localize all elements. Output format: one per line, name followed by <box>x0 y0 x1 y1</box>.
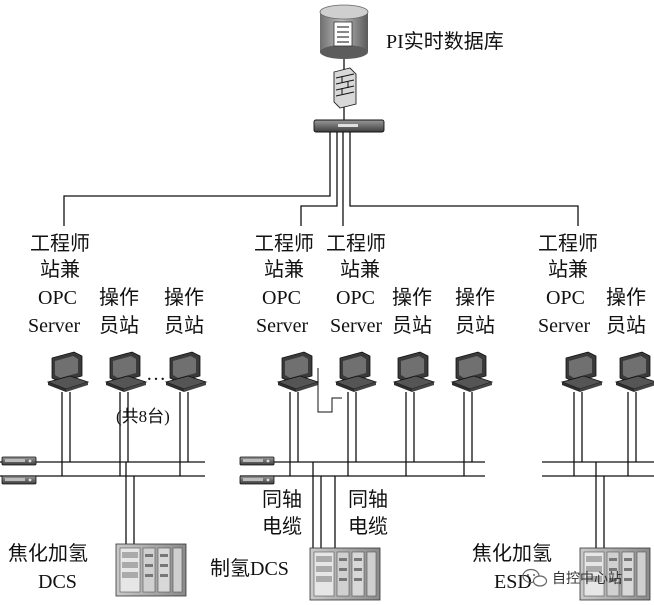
engineer-station-label: 工程师 站兼 OPC Server <box>28 232 95 337</box>
plant-label: 制氢DCS <box>210 557 289 580</box>
workstation-icon <box>335 351 377 393</box>
network-switch-icon <box>239 475 275 485</box>
group-coking-dcs: 工程师 站兼 OPC Server 操作 员站 操作 员站 … (共8台) <box>0 232 209 597</box>
workstation-icon <box>561 351 603 393</box>
operator-station-label: 操作 员站 <box>455 286 500 337</box>
operator-station-label: 操作 员站 <box>606 286 651 337</box>
operator-station-label: 操作 员站 <box>392 286 437 337</box>
watermark-text: 自控中心站 <box>552 571 622 587</box>
engineer-station-label: 工程师 站兼 OPC Server <box>538 232 603 337</box>
operator-station-label: 操作 员站 <box>99 286 144 337</box>
plant-label: 焦化加氢 DCS <box>8 542 93 593</box>
network-switch-icon <box>1 456 37 466</box>
workstation-icon <box>165 351 207 393</box>
watermark: 自控中心站 <box>522 568 622 587</box>
workstation-icon <box>105 351 147 393</box>
coax-cable-label: 同轴 电缆 <box>262 488 307 538</box>
coax-cable-label: 同轴 电缆 <box>348 488 393 538</box>
wechat-icon <box>522 568 548 587</box>
plant-label: 焦化加氢 ESD <box>472 542 557 593</box>
workstation-icon <box>615 351 654 393</box>
firewall-icon <box>333 67 357 109</box>
workstation-icon <box>277 351 319 393</box>
network-switch-icon <box>1 475 37 485</box>
workstation-icon <box>451 351 493 393</box>
ellipsis-text: … <box>146 363 166 385</box>
operator-station-label: 操作 员站 <box>164 286 209 337</box>
group-coking-esd: 工程师 站兼 OPC Server 操作 员站 焦化加氢 ESD <box>472 232 654 601</box>
dcs-cabinet-icon <box>115 543 187 597</box>
database-icon <box>319 4 369 59</box>
workstation-icon <box>47 351 89 393</box>
dcs-cabinet-icon <box>309 547 381 601</box>
database-label: PI实时数据库 <box>386 30 504 53</box>
engineer-station-label: 工程师 站兼 OPC Server <box>326 232 391 337</box>
network-switch-icon <box>239 456 275 466</box>
workstation-icon <box>393 351 435 393</box>
station-count-note: (共8台) <box>116 407 170 426</box>
engineer-station-label: 工程师 站兼 OPC Server <box>254 232 319 337</box>
core-switch-icon <box>313 119 385 133</box>
group-hydrogen-dcs: 工程师 站兼 OPC Server 工程师 站兼 OPC Server 操作 员… <box>210 232 500 601</box>
